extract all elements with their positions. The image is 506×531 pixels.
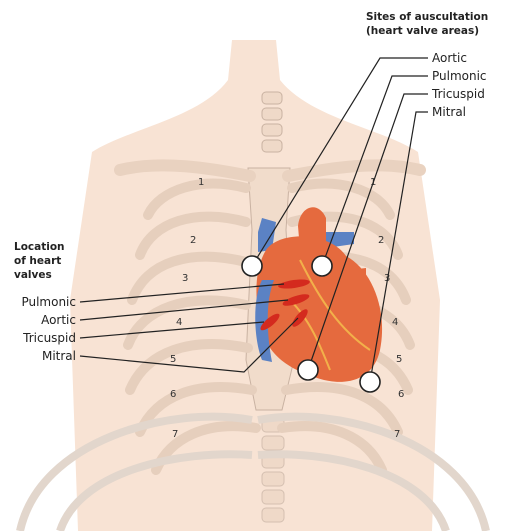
tricuspid-site-circle <box>298 360 318 380</box>
valve-title-line1: Location <box>14 240 65 254</box>
rib-number: 1 <box>198 177 204 188</box>
valve-label-mitral: Mitral <box>42 349 76 363</box>
aortic-site-circle <box>242 256 262 276</box>
rib-number: 7 <box>172 429 178 440</box>
rib-number: 2 <box>190 235 196 246</box>
valve-title-line3: valves <box>14 268 65 282</box>
site-label-tricuspid: Tricuspid <box>432 87 485 101</box>
valve-label-aortic: Aortic <box>41 313 76 327</box>
site-label-pulmonic: Pulmonic <box>432 69 487 83</box>
rib-number: 6 <box>398 389 404 400</box>
mitral-site-circle <box>360 372 380 392</box>
valve-location-title: Location of heart valves <box>14 240 65 282</box>
rib-number: 2 <box>378 235 384 246</box>
auscultation-title: Sites of auscultation (heart valve areas… <box>366 10 488 38</box>
auscultation-title-line1: Sites of auscultation <box>366 10 488 24</box>
auscultation-title-line2: (heart valve areas) <box>366 24 488 38</box>
site-label-mitral: Mitral <box>432 105 466 119</box>
rib-number: 4 <box>176 317 182 328</box>
rib-number: 6 <box>170 389 176 400</box>
rib-number: 3 <box>182 273 188 284</box>
rib-number: 4 <box>392 317 398 328</box>
rib-number: 7 <box>394 429 400 440</box>
rib-number: 5 <box>170 354 176 365</box>
valve-label-pulmonic: Pulmonic <box>21 295 76 309</box>
site-label-aortic: Aortic <box>432 51 467 65</box>
pulmonic-site-circle <box>312 256 332 276</box>
valve-title-line2: of heart <box>14 254 65 268</box>
rib-number: 5 <box>396 354 402 365</box>
valve-label-tricuspid: Tricuspid <box>23 331 76 345</box>
